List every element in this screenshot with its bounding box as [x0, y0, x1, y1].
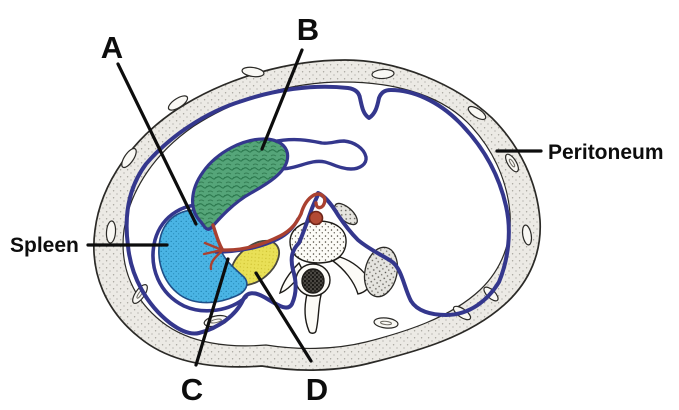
rib-section — [167, 95, 189, 111]
vertebra — [278, 220, 371, 334]
rib-section — [505, 153, 519, 173]
rib-section — [241, 66, 265, 78]
leader-line-d — [254, 271, 313, 363]
splenorenal-wrap-line — [151, 203, 248, 313]
leader-line-b — [260, 48, 304, 151]
label-a: A — [101, 30, 123, 65]
vertebra-spinous-process — [304, 293, 322, 334]
rib-section — [121, 147, 137, 169]
label-d: D — [306, 372, 328, 407]
hilum-branch-line — [203, 241, 224, 252]
label-peritoneum: Peritoneum — [548, 141, 664, 164]
hilum-branch-line — [202, 248, 224, 256]
artery-group — [202, 192, 327, 271]
label-b: B — [297, 12, 319, 47]
spinal-canal — [301, 268, 325, 294]
leader-lines — [86, 48, 543, 367]
hilum-branch-line — [209, 250, 223, 271]
aorta-shape — [308, 210, 324, 226]
labels: A B C D Spleen Peritoneum — [10, 12, 664, 407]
rib-section — [371, 68, 395, 80]
rib-section — [467, 105, 487, 121]
structure-b-stomach-shape — [191, 137, 290, 231]
spleen-group — [151, 203, 248, 313]
leader-line-c — [194, 257, 230, 367]
gastric-branch-line — [211, 223, 224, 251]
splenic-artery-line — [220, 192, 327, 252]
rib-section — [105, 220, 117, 244]
rib-section — [373, 317, 399, 329]
leader-line-a — [116, 62, 198, 226]
stomach-group — [191, 137, 368, 231]
label-spleen: Spleen — [10, 234, 79, 257]
omental-loop-line — [270, 137, 368, 171]
label-c: C — [181, 372, 203, 407]
rib-section — [521, 224, 533, 246]
